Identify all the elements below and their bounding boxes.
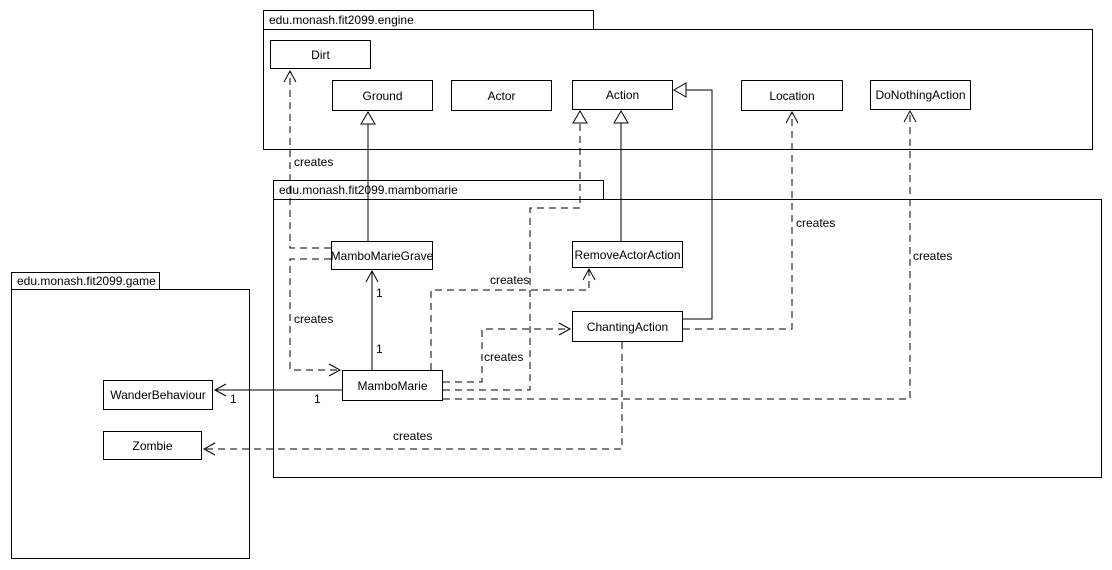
edge-mambomarie-realizes-action[interactable] (443, 110, 588, 391)
class-zombie[interactable]: Zombie (103, 431, 202, 460)
class-ground-label: Ground (362, 88, 403, 103)
edge-label-creates-dirt: creates (294, 155, 334, 169)
class-zombie-label: Zombie (132, 438, 173, 453)
edge-label-creates-donothingaction: creates (913, 249, 953, 263)
edge-chantingaction-creates-location[interactable] (683, 110, 799, 330)
edge-mambomarie-creates-removeactoraction[interactable] (430, 267, 596, 370)
class-dirt[interactable]: Dirt (270, 40, 371, 69)
class-mambo-marie-grave[interactable]: MamboMarieGrave (331, 241, 433, 270)
edge-chantingaction-extends-action[interactable] (673, 82, 713, 320)
edge-chantingaction-creates-zombie[interactable] (202, 342, 623, 456)
package-engine-label: edu.monash.fit2099.engine (269, 13, 414, 27)
class-ground[interactable]: Ground (332, 80, 433, 111)
class-actor-label: Actor (487, 88, 516, 103)
class-actor[interactable]: Actor (451, 80, 552, 111)
class-dirt-label: Dirt (311, 47, 330, 62)
class-action-label: Action (605, 88, 640, 102)
edge-label-creates-location: creates (796, 216, 836, 230)
edge-label-creates-zombie: creates (393, 429, 433, 443)
class-chanting-action[interactable]: ChantingAction (572, 311, 683, 342)
edge-label-creates-chantingaction: creates (484, 350, 524, 364)
class-location[interactable]: Location (741, 80, 843, 111)
package-engine-tab[interactable]: edu.monash.fit2099.engine (263, 10, 594, 30)
package-game-body[interactable] (11, 289, 250, 559)
edge-mambomarie-creates-chantingaction[interactable] (443, 322, 572, 383)
edge-label-creates-removeactoraction: creates (490, 273, 530, 287)
multiplicity-wanderbehaviour-end: 1 (230, 392, 237, 406)
class-remove-actor-action-label: RemoveActorAction (574, 247, 681, 262)
class-location-label: Location (769, 88, 815, 103)
multiplicity-mambomariegrave-end: 1 (376, 286, 383, 300)
class-wander-behaviour[interactable]: WanderBehaviour (103, 380, 213, 410)
multiplicity-mambomarie-end-grave: 1 (376, 342, 383, 356)
class-chanting-action-label: ChantingAction (586, 319, 669, 334)
class-mambo-marie[interactable]: MamboMarie (342, 370, 443, 401)
class-wander-behaviour-label: WanderBehaviour (110, 388, 206, 402)
class-remove-actor-action[interactable]: RemoveActorAction (572, 241, 683, 268)
multiplicity-mambomarie-end-wander: 1 (314, 392, 321, 406)
class-mambo-marie-grave-label: MamboMarieGrave (330, 248, 434, 263)
package-mambomarie-tab[interactable]: edu.monash.fit2099.mambomarie (273, 180, 604, 200)
class-do-nothing-action[interactable]: DoNothingAction (870, 80, 971, 110)
edge-label-creates-mambomarie: creates (294, 312, 334, 326)
edge-mambomariegrave-creates-mambomarie[interactable] (289, 258, 342, 377)
class-mambo-marie-label: MamboMarie (357, 378, 428, 393)
package-game-label: edu.monash.fit2099.game (17, 274, 156, 288)
class-action[interactable]: Action (572, 80, 673, 110)
edge-mambomariegrave-creates-dirt[interactable] (283, 69, 331, 249)
package-game-tab[interactable]: edu.monash.fit2099.game (11, 272, 160, 290)
class-do-nothing-action-label: DoNothingAction (875, 88, 966, 102)
